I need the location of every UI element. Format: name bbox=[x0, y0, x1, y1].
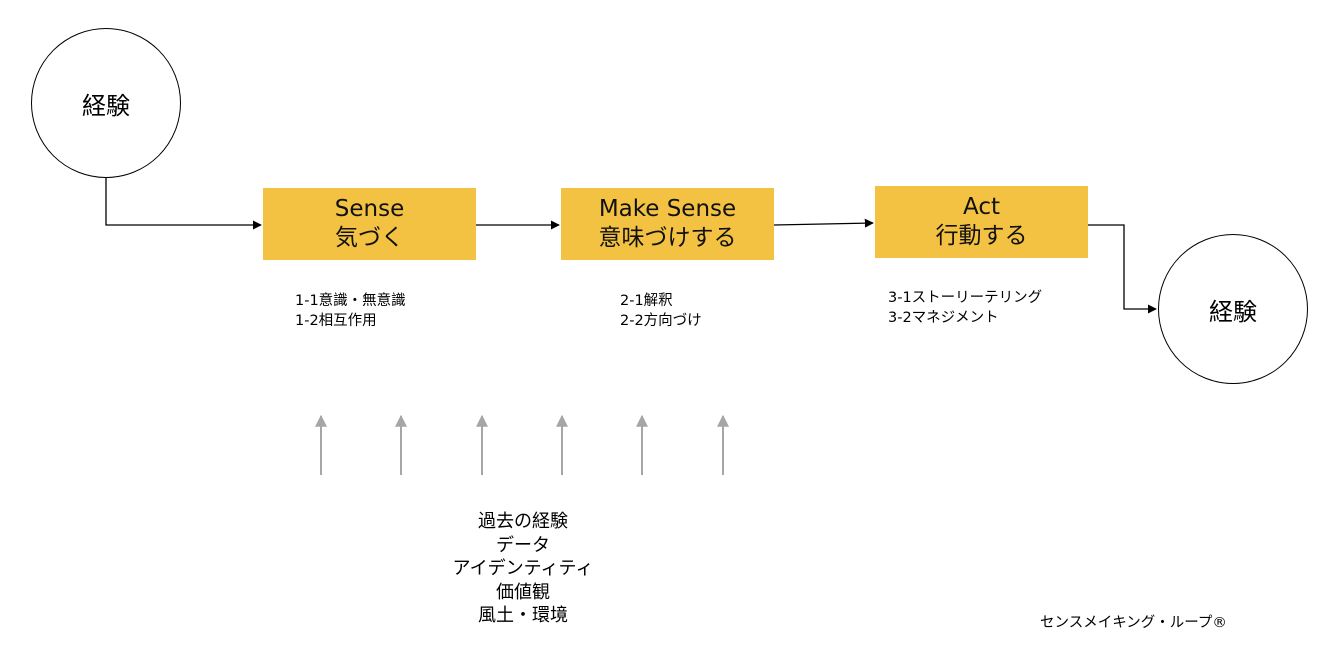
sense-subitems: 1-1意識・無意識 1-2相互作用 bbox=[295, 291, 406, 331]
subitem: 2-1解釈 bbox=[620, 293, 673, 309]
influence-item: データ bbox=[496, 534, 550, 556]
influence-item: 風土・環境 bbox=[478, 605, 568, 626]
start-node-label: 経験 bbox=[82, 91, 130, 120]
step-act-box: Act 行動する bbox=[875, 186, 1088, 258]
start-experience-node: 経験 bbox=[31, 28, 181, 178]
make-sense-subitems: 2-1解釈 2-2方向づけ bbox=[620, 291, 702, 331]
subitem: 1-1意識・無意識 bbox=[295, 293, 406, 309]
influence-item: アイデンティティ bbox=[452, 558, 594, 579]
footer-label: センスメイキング・ループ® bbox=[1040, 615, 1227, 631]
end-experience-node: 経験 bbox=[1158, 234, 1308, 384]
step-title: Act bbox=[963, 194, 1000, 220]
influence-factors: 過去の経験 データ アイデンティティ 価値観 風土・環境 bbox=[400, 510, 646, 628]
step-subtitle: 気づく bbox=[335, 225, 404, 251]
subitem: 2-2方向づけ bbox=[620, 313, 702, 329]
subitem: 1-2相互作用 bbox=[295, 313, 377, 329]
connector-act-to-end bbox=[1088, 224, 1157, 314]
step-subtitle: 行動する bbox=[935, 223, 1028, 249]
step-sense-box: Sense 気づく bbox=[263, 188, 476, 260]
subitem: 3-1ストーリーテリング bbox=[888, 290, 1043, 306]
act-subitems: 3-1ストーリーテリング 3-2マネジメント bbox=[888, 288, 1042, 328]
step-title: Make Sense bbox=[598, 196, 737, 222]
step-title: Sense bbox=[334, 196, 405, 222]
step-make-sense-box: Make Sense 意味づけする bbox=[561, 188, 774, 260]
subitem: 3-2マネジメント bbox=[888, 310, 999, 326]
influence-item: 過去の経験 bbox=[478, 511, 568, 532]
connector-start-to-sense bbox=[105, 178, 262, 230]
connector-makesense-to-act bbox=[773, 218, 874, 228]
step-subtitle: 意味づけする bbox=[598, 225, 737, 251]
end-node-label: 経験 bbox=[1209, 297, 1257, 326]
influence-item: 価値観 bbox=[496, 581, 550, 603]
